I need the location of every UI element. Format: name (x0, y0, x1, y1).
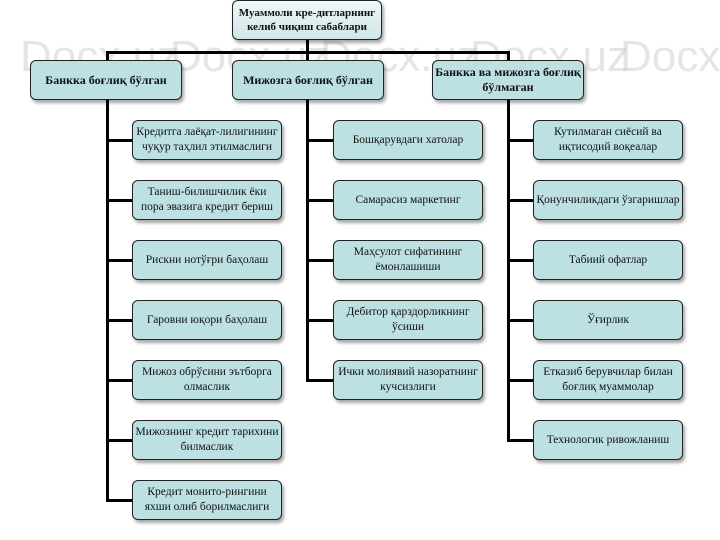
cause-node: Рискни нотўғри баҳолаш (132, 240, 282, 280)
cause-node: Дебитор қарздорликнинг ўсиши (333, 300, 483, 340)
branch-node: Мижозга боғлиқ бўлган (232, 60, 384, 100)
connector (306, 259, 333, 262)
connector (507, 379, 533, 382)
cause-node: Етказиб берувчилар билан боғлиқ муаммола… (533, 360, 683, 400)
cause-node: Технологик ривожланиш (533, 420, 683, 460)
cause-node: Кутилмаган сиёсий ва иқтисодий воқеалар (533, 120, 683, 160)
connector (106, 51, 109, 61)
connector (507, 439, 533, 442)
connector (507, 199, 533, 202)
cause-node: Самарасиз маркетинг (333, 180, 483, 220)
cause-node: Кредитга лаёқат-лилигининг чуқур таҳлил … (132, 120, 282, 160)
root-node: Муаммоли кре-дитларнинг келиб чиқиш саба… (232, 0, 382, 40)
cause-node: Ўғирлик (533, 300, 683, 340)
connector (106, 379, 132, 382)
connector (306, 51, 309, 61)
connector (106, 139, 132, 142)
connector (106, 319, 132, 322)
connector (507, 100, 510, 441)
branch-node: Банкка боғлиқ бўлган (30, 60, 182, 100)
connector (507, 139, 533, 142)
cause-node: Маҳсулот сифатининг ёмонлашиши (333, 240, 483, 280)
connector (306, 100, 309, 381)
cause-node: Ички молиявий назоратнинг кучсизлиги (333, 360, 483, 400)
cause-node: Мижоз обрўсини эътборга олмаслик (132, 360, 282, 400)
connector (507, 259, 533, 262)
connector (306, 40, 309, 53)
connector (106, 199, 132, 202)
connector (507, 319, 533, 322)
connector (106, 499, 132, 502)
connector (106, 439, 132, 442)
branch-node: Банкка ва мижозга боғлиқ бўлмаган (432, 60, 584, 100)
cause-node: Таниш-билишчилик ёки пора эвазига кредит… (132, 180, 282, 220)
connector (106, 259, 132, 262)
connector (306, 199, 333, 202)
cause-node: Кредит монито-рингини яхши олиб борилмас… (132, 480, 282, 520)
connector (306, 319, 333, 322)
connector (507, 51, 510, 61)
cause-node: Гаровни юқори баҳолаш (132, 300, 282, 340)
cause-node: Бошқарувдаги хатолар (333, 120, 483, 160)
cause-node: Мижознинг кредит тарихини билмаслик (132, 420, 282, 460)
connector (306, 139, 333, 142)
cause-node: Табиий офатлар (533, 240, 683, 280)
cause-node: Қонунчиликдаги ўзгаришлар (533, 180, 683, 220)
connector (106, 100, 109, 501)
connector (306, 379, 333, 382)
